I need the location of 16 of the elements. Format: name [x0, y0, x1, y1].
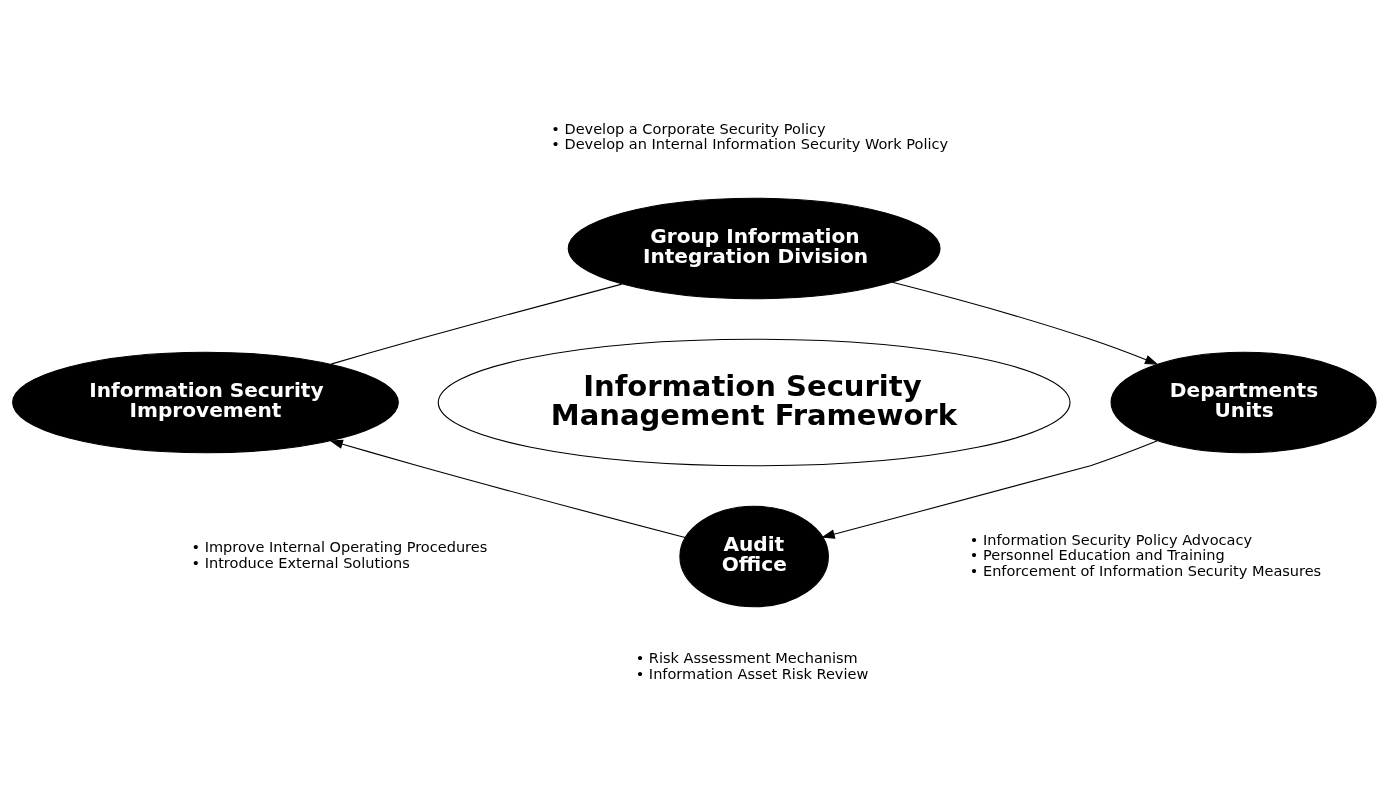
connector: [330, 283, 623, 365]
arrow: [329, 439, 686, 538]
arrow: [821, 439, 1158, 539]
node-label: • Develop an Internal Information Security Work Policy: [551, 135, 949, 152]
node-label: • Improve Internal Operating Procedures: [191, 538, 488, 555]
node-ellipse: Information Security Improvement: [12, 351, 399, 453]
node-ellipse: Audit Office: [679, 505, 829, 607]
node-ellipse: Information Security Management Framework: [437, 338, 1071, 466]
node-label: • Introduce External Solutions: [191, 554, 410, 571]
node-label: • Enforcement of Information Security Measures: [969, 562, 1322, 579]
node-label: • Develop a Corporate Security Policy: [551, 120, 826, 137]
node-label: • Risk Assessment Mechanism: [635, 649, 858, 666]
node-label: • Information Security Policy Advocacy: [969, 531, 1253, 548]
arrow: [891, 281, 1159, 365]
node-label: • Information Asset Risk Review: [635, 665, 869, 682]
node-ellipse: Group Information Integration Division: [567, 197, 941, 299]
